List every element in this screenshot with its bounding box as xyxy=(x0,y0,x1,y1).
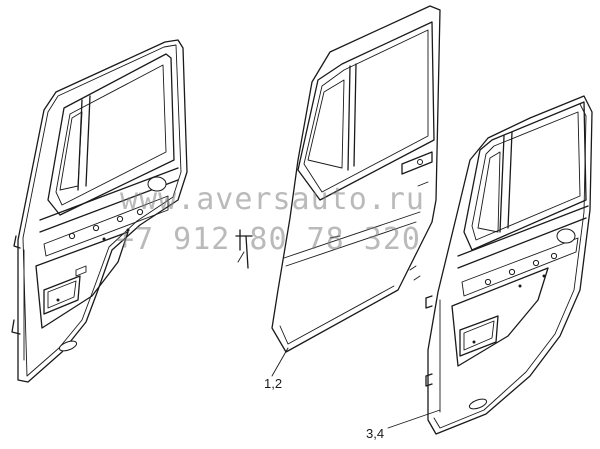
center-door-outer xyxy=(271,5,441,353)
leader-line-3-4 xyxy=(387,409,441,429)
left-door-inner xyxy=(11,39,188,383)
leader-line-1-2 xyxy=(271,347,289,377)
callout-part-1-2: 1,2 xyxy=(264,376,283,391)
seal-clip-symbol xyxy=(235,229,253,269)
callout-part-3-4: 3,4 xyxy=(366,426,385,441)
right-door-inner xyxy=(425,95,593,435)
